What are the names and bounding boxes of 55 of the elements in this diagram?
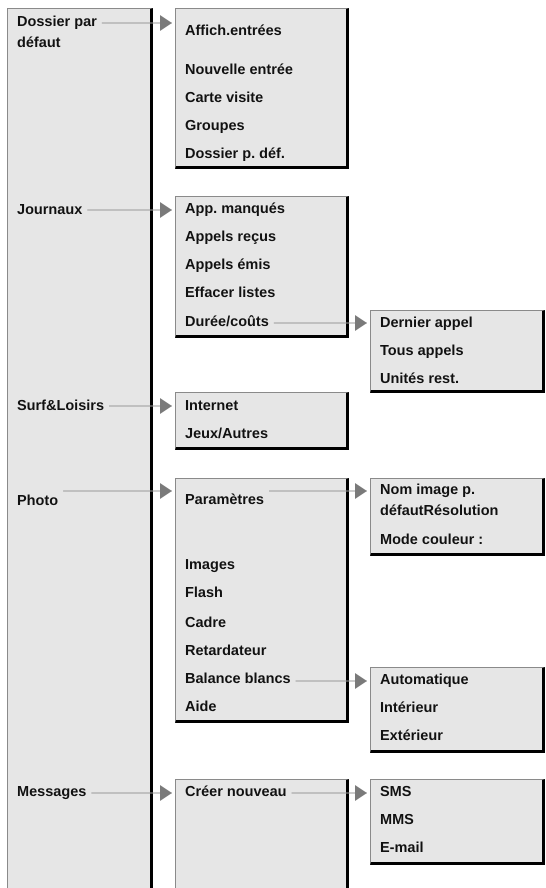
menu-item: Messages [8, 782, 159, 802]
menu-item: Durée/coûts [176, 312, 355, 332]
menu-panel [175, 478, 349, 723]
menu-item: Photo [8, 491, 159, 511]
menu-item: E-mail [371, 838, 546, 858]
menu-panel [370, 310, 545, 393]
menu-item: Appels émis [176, 255, 355, 275]
arrow [268, 483, 368, 499]
menu-item: Mode couleur : [371, 530, 546, 550]
menu-item: SMS [371, 782, 546, 802]
menu-item: Intérieur [371, 698, 546, 718]
menu-item: Carte visite [176, 88, 355, 108]
menu-item: Paramètres [176, 490, 355, 510]
arrow [295, 673, 368, 689]
menu-item: Groupes [176, 116, 355, 136]
menu-panel [175, 392, 349, 450]
menu-item: Cadre [176, 613, 355, 633]
menu-item: Flash [176, 583, 355, 603]
menu-item: Dossier par défaut [8, 12, 159, 56]
menu-item: Images [176, 555, 355, 575]
arrow [90, 785, 172, 801]
menu-item: Dossier p. déf. [176, 144, 355, 164]
menu-item: Retardateur [176, 641, 355, 661]
menu-item: Jeux/Autres [176, 424, 355, 444]
menu-item: Balance blancs [176, 669, 355, 689]
menu-panel [175, 196, 349, 338]
menu-item: Effacer listes [176, 283, 355, 303]
menu-item: Appels reçus [176, 227, 355, 247]
menu-item: MMS [371, 810, 546, 830]
arrow [291, 785, 368, 801]
menu-item: Dernier appel [371, 313, 546, 333]
menu-item: Extérieur [371, 726, 546, 746]
arrow [108, 398, 172, 414]
menu-item: Journaux [8, 200, 159, 220]
menu-item: Nouvelle entrée [176, 60, 355, 80]
menu-item: Créer nouveau [176, 782, 355, 802]
arrow [273, 315, 368, 331]
arrow [62, 483, 172, 499]
menu-item: Automatique [371, 670, 546, 690]
menu-panel [370, 779, 545, 865]
menu-item: Affich.entrées [176, 21, 355, 41]
menu-panel [7, 8, 153, 888]
menu-item: Nom image p. défautRésolution [371, 480, 546, 524]
menu-panel [175, 779, 349, 888]
arrow [101, 15, 172, 31]
menu-panel [370, 667, 545, 753]
menu-panel [370, 478, 545, 556]
menu-panel [175, 8, 349, 169]
menu-item: Aide [176, 697, 355, 717]
menu-item: Unités rest. [371, 369, 546, 389]
menu-item: Surf&Loisirs [8, 396, 159, 416]
menu-item: App. manqués [176, 199, 355, 219]
menu-item: Tous appels [371, 341, 546, 361]
arrow [86, 202, 172, 218]
menu-item: Internet [176, 396, 355, 416]
